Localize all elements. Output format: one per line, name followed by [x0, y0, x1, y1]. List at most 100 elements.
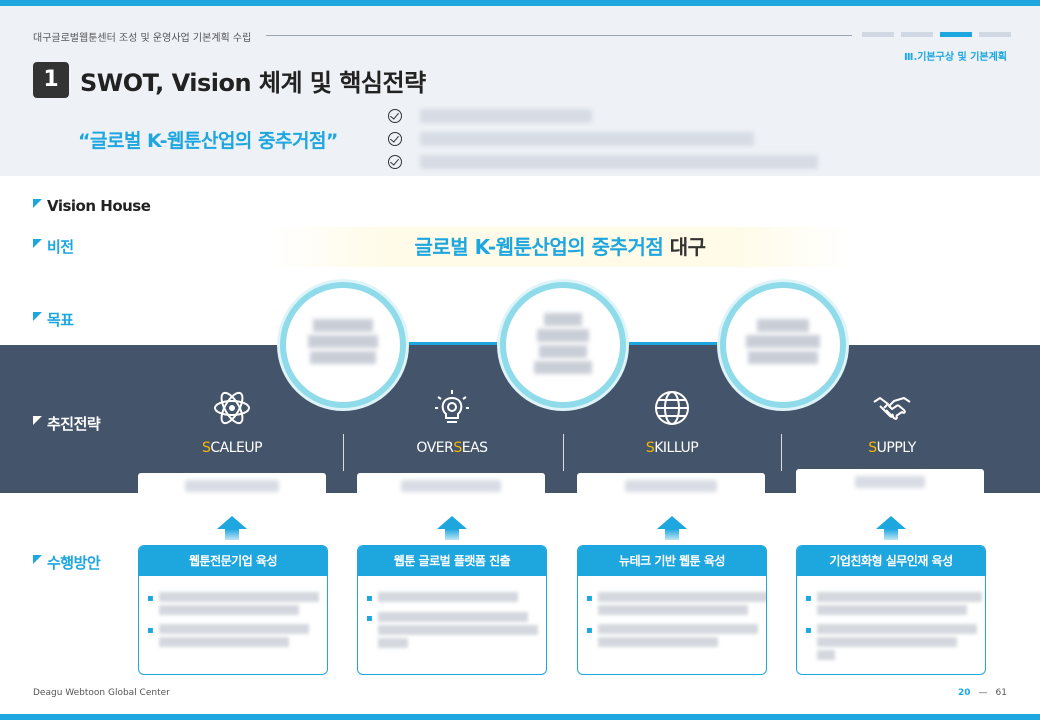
triangle-marker-icon [33, 416, 42, 425]
page-number: 20 — 61 [958, 688, 1007, 698]
up-arrow-icon [217, 516, 247, 540]
goal-circle [720, 282, 846, 408]
action-title: 뉴테크 기반 웹툰 육성 [578, 546, 766, 576]
list-item: ▪ [586, 592, 766, 618]
label-vision: 비전 [33, 236, 74, 257]
label-vision-house: Vision House [33, 197, 151, 215]
progress-step [901, 32, 933, 37]
strategy-initial: S [645, 440, 655, 456]
handshake-icon [873, 397, 911, 420]
goal-circle [500, 282, 626, 408]
lightbulb-icon [435, 390, 469, 423]
strategy-divider [563, 434, 564, 471]
label-goal: 목표 [33, 309, 74, 330]
check-list [388, 104, 818, 173]
label-text: 목표 [47, 311, 74, 329]
strategy-rest: UPPLY [876, 440, 917, 456]
page-header: 대구글로벌웹툰센터 조성 및 운영사업 기본계획 수립 Ⅲ.기본구상 및 기본계… [0, 6, 1040, 176]
strategy-divider [781, 434, 782, 471]
label-action: 수행방안 [33, 552, 101, 573]
redacted-text [420, 108, 592, 123]
list-item: ▪ [366, 592, 538, 606]
check-item [388, 127, 818, 150]
vision-statement: 글로벌 K-웹툰산업의 중추거점 대구 [270, 227, 850, 267]
up-arrow-icon [437, 516, 467, 540]
redacted-text [401, 480, 501, 492]
triangle-marker-icon [33, 239, 42, 248]
top-accent-bar [0, 0, 1040, 6]
strategy-card [357, 473, 545, 497]
action-card: 기업친화형 실무인재 육성 ▪ ▪ [796, 545, 986, 675]
check-item [388, 104, 818, 127]
list-item: ▪ [586, 624, 758, 650]
strategy-card [796, 469, 984, 497]
strategy-scaleup: SCALEUP [132, 440, 332, 456]
strategy-rest: KILLUP [654, 440, 699, 456]
strategy-skillup: SKILLUP [572, 440, 772, 456]
strategy-overseas: OVERSEAS [352, 440, 552, 456]
goal-connector [405, 342, 503, 345]
redacted-text [420, 131, 754, 146]
document-title: 대구글로벌웹툰센터 조성 및 운영사업 기본계획 수립 [33, 33, 252, 44]
globe-icon [655, 391, 689, 425]
list-item: ▪ [147, 624, 319, 650]
list-item: ▪ [366, 612, 538, 651]
label-text: 수행방안 [47, 554, 101, 572]
list-item: ▪ [805, 624, 977, 663]
strategy-card [138, 473, 326, 497]
strategy-prefix: OVER [416, 440, 454, 456]
bottom-accent-bar [0, 714, 1040, 720]
strategy-initial: S [868, 440, 877, 456]
redacted-text [625, 480, 717, 492]
action-card: 뉴테크 기반 웹툰 육성 ▪ ▪ [577, 545, 767, 675]
strategy-initial: S [201, 440, 211, 456]
goal-connector [625, 342, 723, 345]
list-item: ▪ [147, 592, 319, 618]
header-rule [266, 35, 852, 36]
check-item [388, 150, 818, 173]
up-arrow-icon [876, 516, 906, 540]
progress-step-active [940, 32, 972, 37]
page-title: SWOT, Vision 체계 및 핵심전략 [80, 69, 426, 97]
action-card: 웹툰 글로벌 플랫폼 진출 ▪ ▪ [357, 545, 547, 675]
footer-organization: Deagu Webtoon Global Center [33, 688, 170, 698]
check-circle-icon [388, 154, 402, 169]
section-label: Ⅲ.기본구상 및 기본계획 [903, 52, 1007, 63]
action-card: 웹툰전문기업 육성 ▪ ▪ [138, 545, 328, 675]
redacted-text [855, 476, 925, 488]
slogan: “글로벌 K-웹툰산업의 중추거점” [78, 130, 338, 152]
triangle-marker-icon [33, 312, 42, 321]
strategy-supply: SUPPLY [792, 440, 992, 456]
action-title: 웹툰 글로벌 플랫폼 진출 [358, 546, 546, 576]
label-text: 비전 [47, 238, 74, 256]
triangle-marker-icon [33, 555, 42, 564]
strategy-rest: CALEUP [210, 440, 263, 456]
label-text: 추진전략 [47, 415, 101, 433]
progress-step [979, 32, 1011, 37]
list-item: ▪ [805, 592, 982, 618]
total-pages: 61 [995, 688, 1007, 698]
strategy-divider [343, 434, 344, 471]
label-strategy: 추진전략 [33, 413, 101, 434]
action-title: 기업친화형 실무인재 육성 [797, 546, 985, 576]
strategy-rest: EAS [461, 440, 488, 456]
check-circle-icon [388, 131, 402, 146]
section-number: 1 [33, 62, 69, 98]
atom-icon [214, 391, 250, 425]
vision-suffix-text: 대구 [669, 235, 706, 259]
vision-main-text: 글로벌 K-웹툰산업의 중추거점 [414, 235, 664, 259]
redacted-text [185, 480, 279, 492]
section-progress [862, 32, 1011, 37]
goal-circle [280, 282, 406, 408]
check-circle-icon [388, 108, 402, 123]
progress-step [862, 32, 894, 37]
current-page: 20 [958, 688, 971, 698]
strategy-card [577, 473, 765, 497]
triangle-marker-icon [33, 198, 42, 208]
action-title: 웹툰전문기업 육성 [139, 546, 327, 576]
redacted-text [420, 154, 818, 169]
page-separator: — [978, 688, 988, 698]
up-arrow-icon [657, 516, 687, 540]
strategy-initial: S [453, 440, 462, 456]
label-text: Vision House [47, 197, 151, 215]
